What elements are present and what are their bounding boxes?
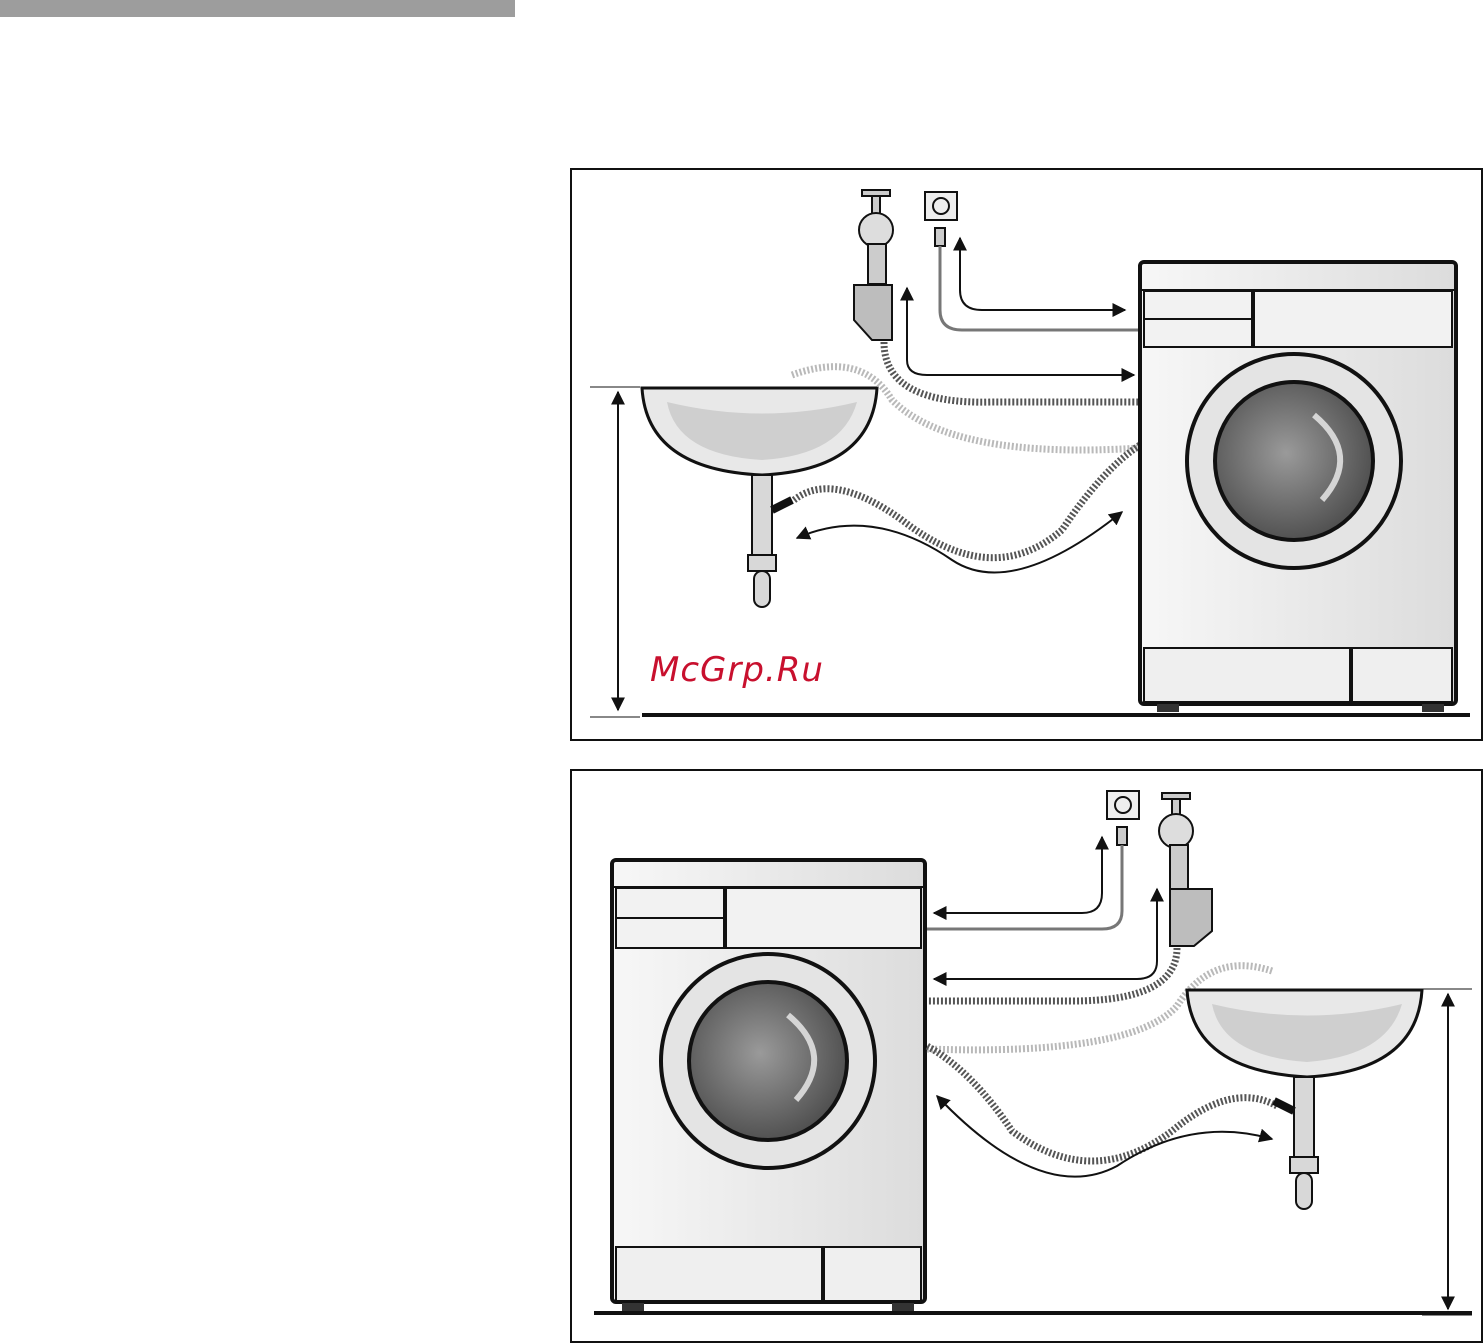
- installation-diagram-bottom: [572, 771, 1481, 1341]
- water-tap-drawing: [1159, 793, 1212, 946]
- power-connection-arrow: [934, 837, 1102, 913]
- power-socket-drawing: [1107, 791, 1139, 845]
- inlet-connection-arrow: [934, 889, 1157, 979]
- power-connection-arrow: [960, 238, 1125, 310]
- watermark-text: McGrp.Ru: [650, 650, 824, 690]
- sink-drawing: [642, 388, 877, 607]
- drain-connection-arrow: [937, 1096, 1272, 1177]
- power-socket-drawing: [925, 192, 957, 246]
- water-tap-drawing: [854, 190, 893, 340]
- figure-installation-top: McGrp.Ru: [570, 168, 1483, 741]
- section-header-bar: [0, 0, 515, 17]
- figure-installation-bottom: [570, 769, 1483, 1343]
- washing-machine-drawing: [612, 860, 925, 1311]
- washing-machine-drawing: [1140, 262, 1456, 712]
- drain-connection-arrow: [797, 512, 1122, 573]
